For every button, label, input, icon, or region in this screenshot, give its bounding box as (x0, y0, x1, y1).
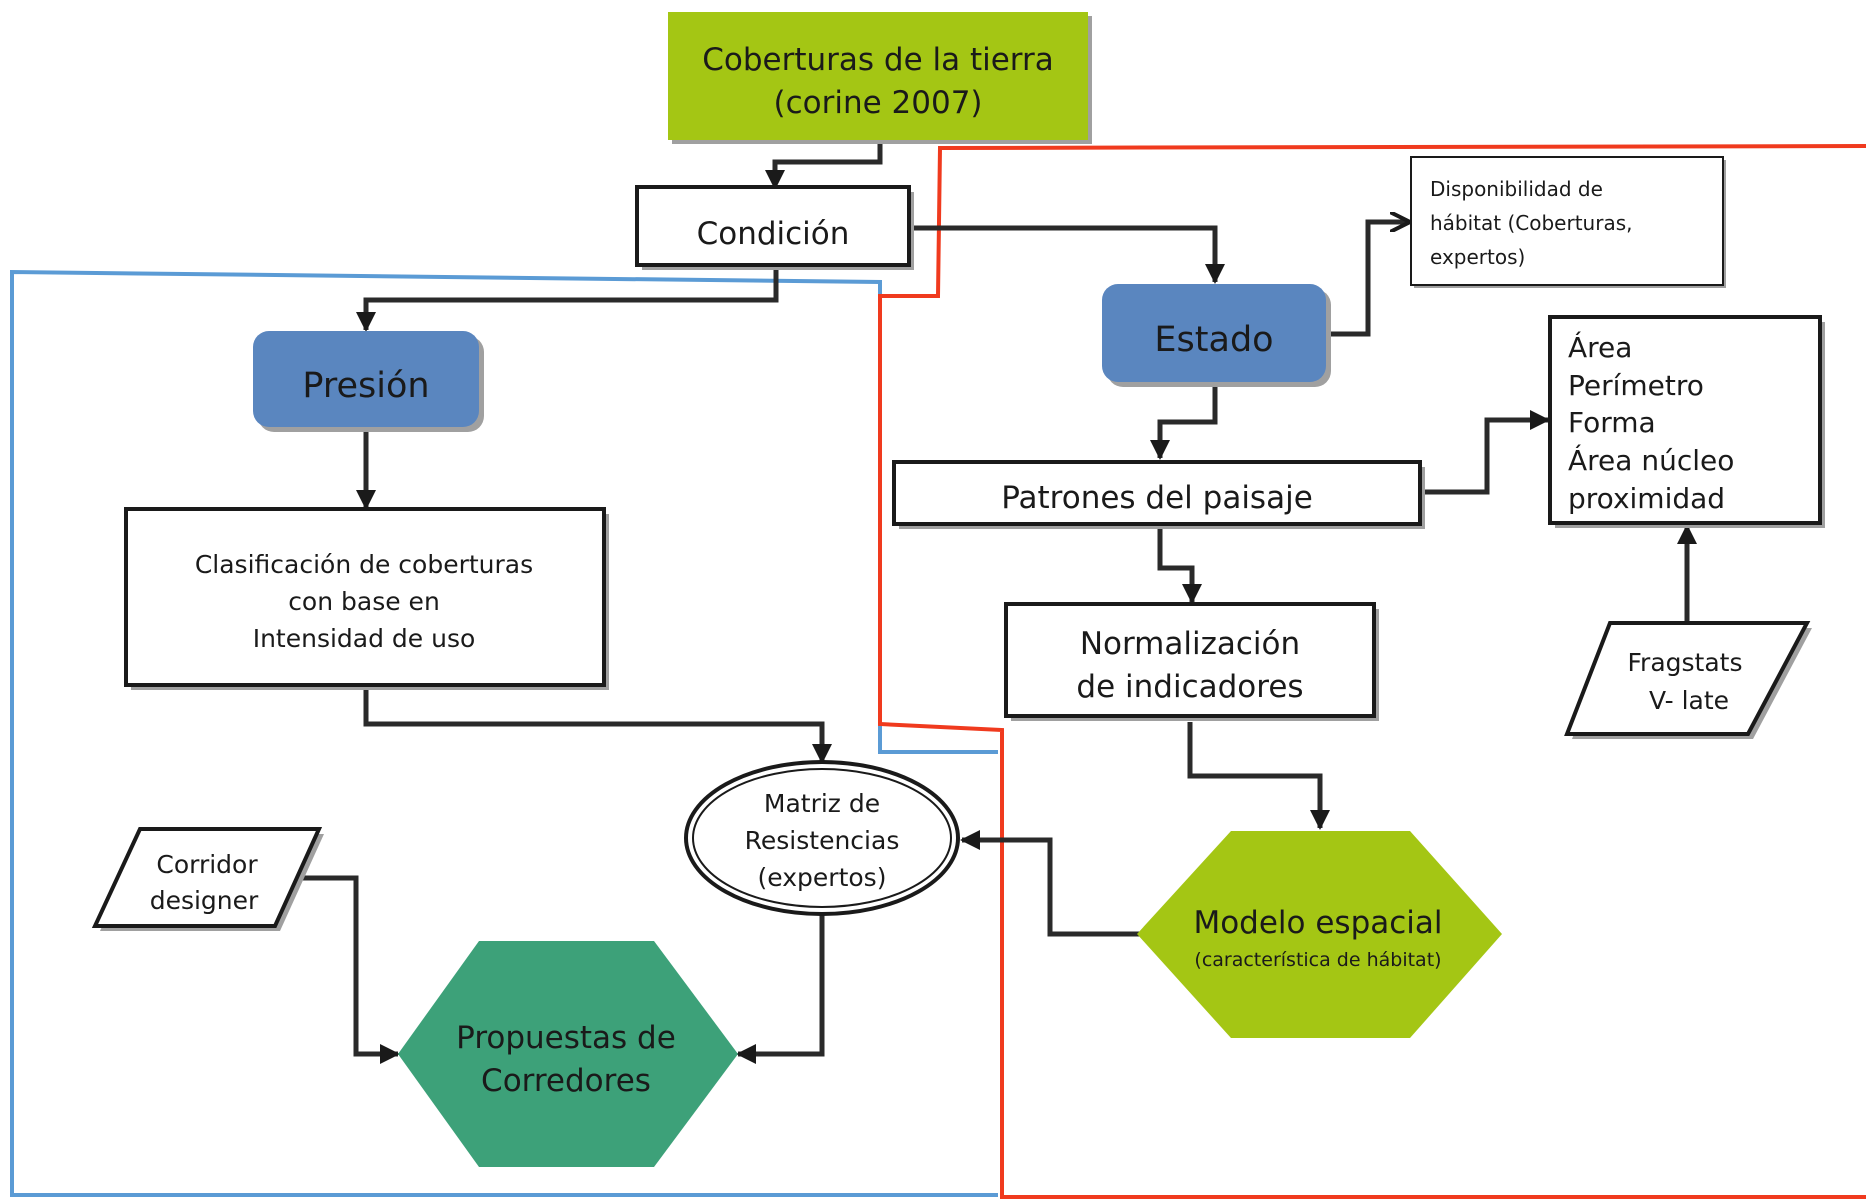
node-propuestas: Propuestas de Corredores (398, 941, 738, 1167)
disponibilidad-line-2: hábitat (Coberturas, (1430, 211, 1632, 235)
node-clasificacion: Clasificación de coberturas con base en … (124, 507, 609, 690)
corridor-line-1: Corridor (156, 850, 258, 879)
modelo-shape (1137, 831, 1502, 1038)
modelo-subtitle: (característica de hábitat) (1194, 949, 1441, 971)
connector-patrones-metricas (1424, 410, 1550, 495)
connector-condicion-presion (356, 268, 779, 332)
coberturas-line-2: (corine 2007) (773, 85, 982, 121)
matriz-line-3: (expertos) (758, 863, 887, 892)
patrones-label: Patrones del paisaje (1001, 480, 1313, 516)
condicion-box (635, 185, 911, 267)
connector-coberturas-condicion (765, 140, 883, 190)
fragstats-shape (1564, 621, 1811, 736)
disponibilidad-line-1: Disponibilidad de (1430, 177, 1603, 201)
normalizacion-box (1004, 602, 1376, 718)
propuestas-line-2: Corredores (481, 1063, 651, 1099)
normalizacion-line-2: de indicadores (1076, 669, 1303, 705)
corridor-shape (91, 827, 323, 928)
metricas-line-5: proximidad (1568, 482, 1725, 515)
matriz-ellipse-outer (684, 760, 960, 916)
fragstats-line-2: V- late (1649, 686, 1729, 715)
node-matriz: Matriz de Resistencias (expertos) (684, 760, 960, 916)
node-condicion: Condición (635, 185, 914, 270)
corridor-line-2: designer (150, 886, 259, 915)
connector-estado-disponibilidad (1330, 222, 1408, 337)
metricas-line-1: Área (1568, 330, 1632, 364)
pressure-region-border (10, 269, 998, 1197)
connector-matriz-propuestas (736, 910, 825, 1064)
matriz-line-1: Matriz de (764, 789, 880, 818)
metricas-line-2: Perímetro (1568, 369, 1704, 402)
connector-modelo-matriz (960, 830, 1140, 937)
clasificacion-box (124, 507, 606, 687)
connector-clasificacion-matriz (363, 690, 832, 764)
metricas-box (1548, 315, 1822, 525)
estado-box (1102, 284, 1326, 382)
connector-condicion-estado (912, 225, 1225, 284)
normalizacion-line-1: Normalización (1080, 626, 1300, 662)
disponibilidad-box (1410, 156, 1724, 286)
estado-label: Estado (1154, 320, 1273, 360)
connector-estado-patrones (1150, 384, 1218, 460)
presion-label: Presión (302, 366, 429, 406)
node-coberturas: Coberturas de la tierra (corine 2007) (668, 12, 1092, 144)
matriz-ellipse-inner (692, 768, 952, 908)
node-normalizacion: Normalización de indicadores (1004, 602, 1379, 721)
fragstats-line-1: Fragstats (1627, 648, 1742, 677)
condicion-label: Condición (697, 216, 850, 252)
propuestas-line-1: Propuestas de (456, 1020, 676, 1056)
connector-corridor-propuestas (292, 875, 400, 1064)
node-corridor: Corridor designer (91, 827, 324, 931)
node-presion: Presión (253, 331, 484, 432)
metricas-line-4: Área núcleo (1568, 443, 1734, 477)
clasificacion-line-1: Clasificación de coberturas (195, 550, 533, 579)
patrones-box (892, 460, 1422, 526)
state-region-border (878, 144, 1866, 1199)
disponibilidad-line-3: expertos) (1430, 245, 1525, 269)
propuestas-shape (398, 941, 738, 1167)
node-estado: Estado (1102, 284, 1331, 387)
node-patrones: Patrones del paisaje (892, 460, 1425, 529)
node-disponibilidad: Disponibilidad de hábitat (Coberturas, e… (1410, 156, 1726, 288)
presion-box (253, 331, 479, 427)
connector-patrones-normalizacion (1157, 528, 1202, 604)
node-metricas: Área Perímetro Forma Área núcleo proximi… (1548, 315, 1825, 528)
clasificacion-line-3: Intensidad de uso (253, 624, 476, 653)
matriz-line-2: Resistencias (745, 826, 900, 855)
node-fragstats: Fragstats V- late (1564, 621, 1812, 739)
connector-normalizacion-modelo (1187, 722, 1330, 830)
coberturas-line-1: Coberturas de la tierra (702, 42, 1054, 78)
connectors (292, 140, 1697, 1064)
metricas-line-3: Forma (1568, 406, 1656, 439)
node-modelo: Modelo espacial (característica de hábit… (1137, 831, 1502, 1038)
clasificacion-line-2: con base en (288, 587, 440, 616)
modelo-title: Modelo espacial (1193, 905, 1442, 941)
coberturas-box (668, 12, 1088, 140)
